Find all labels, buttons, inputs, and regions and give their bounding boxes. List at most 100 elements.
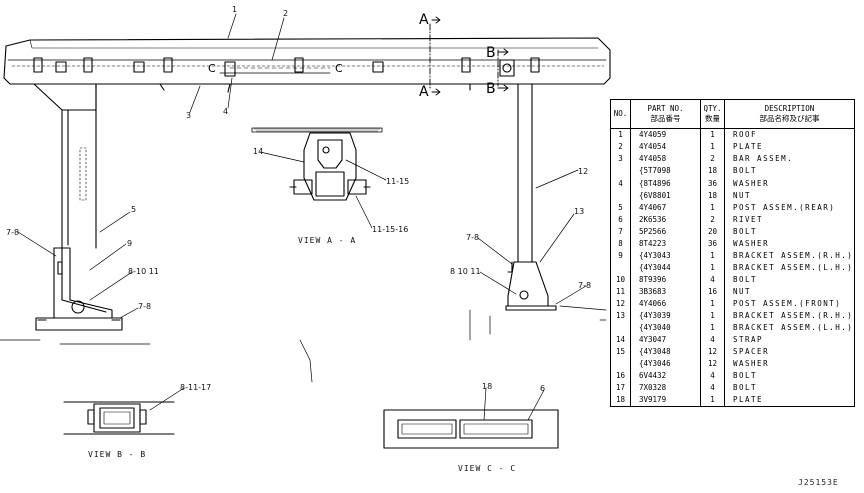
part-number-cell: {4Y3039 xyxy=(630,309,701,322)
view-aa-detail xyxy=(251,127,383,201)
rear-post xyxy=(33,83,123,331)
description-cell: BOLT xyxy=(733,226,758,236)
qty-cell: 1 xyxy=(700,128,725,142)
section-a-top: A xyxy=(419,12,429,28)
qty-cell: 36 xyxy=(700,237,725,250)
qty-cell: 36 xyxy=(700,177,725,190)
part-number-cell: {4Y3046 xyxy=(630,357,701,370)
part-no-cell xyxy=(610,189,631,202)
part-number-cell: 4Y4058 xyxy=(630,153,701,166)
qty-cell: 1 xyxy=(700,261,725,274)
part-no-cell: 2 xyxy=(610,141,631,154)
view-cc-detail xyxy=(383,409,559,449)
section-c-right: C xyxy=(335,62,343,75)
part-no-cell: 7 xyxy=(610,225,631,238)
drawing-code: J25153E xyxy=(798,478,839,487)
section-b-top: B xyxy=(486,45,496,61)
callout-8-11-17: 8-11-17 xyxy=(180,383,212,392)
part-no-cell: 10 xyxy=(610,273,631,286)
part-number-cell: {4Y3044 xyxy=(630,261,701,274)
qty-cell: 1 xyxy=(700,141,725,154)
platform-lines xyxy=(0,305,607,383)
part-no-cell: 11 xyxy=(610,285,631,298)
part-number-cell: 2K6536 xyxy=(630,213,701,226)
header-part-no: PART NO.部品番号 xyxy=(630,99,701,129)
part-number-cell: {4Y3048 xyxy=(630,345,701,358)
part-number-cell: 4Y3047 xyxy=(630,333,701,346)
part-no-cell: 13 xyxy=(610,309,631,322)
part-number-cell: {5T7098 xyxy=(630,165,701,178)
qty-cell: 12 xyxy=(700,357,725,370)
description-cell: BOLT xyxy=(733,371,758,381)
section-b-bottom: B xyxy=(486,81,496,97)
callout-18: 18 xyxy=(482,382,493,391)
part-number-cell: 4Y4067 xyxy=(630,201,701,214)
roof-outline xyxy=(3,37,611,93)
description-cell: POST ASSEM.(FRONT) xyxy=(733,298,842,308)
part-no-cell: 17 xyxy=(610,381,631,394)
description-cell: POST ASSEM.(REAR) xyxy=(733,202,836,212)
callout-13: 13 xyxy=(574,207,585,216)
description-cell: BRACKET ASSEM.(R.H.) xyxy=(733,310,854,320)
part-no-cell: 1 xyxy=(610,128,631,142)
description-cell: BOLT xyxy=(733,274,758,284)
qty-cell: 4 xyxy=(700,381,725,394)
qty-cell: 1 xyxy=(700,393,725,407)
qty-cell: 4 xyxy=(700,333,725,346)
header-no: NO. xyxy=(610,99,631,129)
qty-cell: 1 xyxy=(700,297,725,310)
callout-4: 4 xyxy=(223,107,229,116)
part-number-cell: 8T4223 xyxy=(630,237,701,250)
description-cell: WASHER xyxy=(733,238,770,248)
description-cell: WASHER xyxy=(733,358,770,368)
callout-8-10-11-right: 8 10 11 xyxy=(450,267,481,276)
qty-cell: 4 xyxy=(700,273,725,286)
leader-lines xyxy=(17,13,587,421)
part-no-cell: 9 xyxy=(610,249,631,262)
view-bb-title: VIEW B - B xyxy=(88,450,147,459)
description-cell: RIVET xyxy=(733,214,764,224)
callout-7-8-left-base: 7-8 xyxy=(138,302,152,311)
description-cell: BOLT xyxy=(733,166,758,176)
callout-7-8-right: 7-8 xyxy=(466,233,480,242)
part-number-cell: {6V8801 xyxy=(630,189,701,202)
part-no-cell: 15 xyxy=(610,345,631,358)
part-number-cell: 3V9179 xyxy=(630,393,701,407)
part-no-cell: 16 xyxy=(610,369,631,382)
section-line-a xyxy=(429,16,441,96)
description-cell: ROOF xyxy=(733,130,758,140)
part-no-cell: 5 xyxy=(610,201,631,214)
section-a-bottom: A xyxy=(419,84,429,100)
part-number-cell: 7X0328 xyxy=(630,381,701,394)
callout-3: 3 xyxy=(186,111,192,120)
part-number-cell: 4Y4054 xyxy=(630,141,701,154)
callout-9: 9 xyxy=(127,239,133,248)
part-no-cell xyxy=(610,357,631,370)
description-cell: SPACER xyxy=(733,346,770,356)
view-aa-title: VIEW A - A xyxy=(298,236,357,245)
part-no-cell: 8 xyxy=(610,237,631,250)
description-cell: PLATE xyxy=(733,395,764,405)
part-no-cell: 14 xyxy=(610,333,631,346)
qty-cell: 1 xyxy=(700,321,725,334)
